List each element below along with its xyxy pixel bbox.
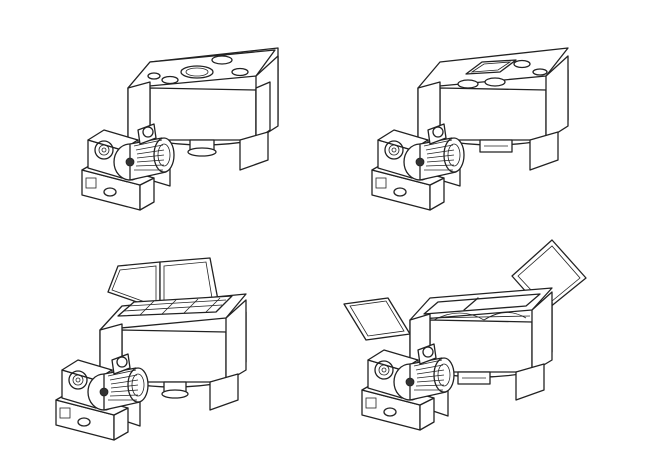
panel-lids-fully-open	[343, 239, 587, 431]
panel-lids-open-grid	[55, 257, 247, 441]
panel-closed-round-ports	[81, 47, 279, 211]
panel-closed-hatch	[371, 47, 569, 211]
